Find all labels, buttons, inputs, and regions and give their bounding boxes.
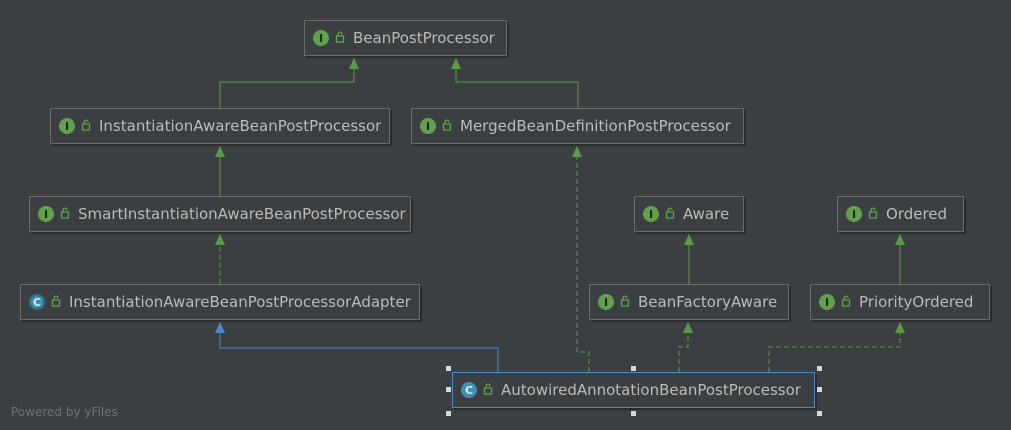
interface-icon: I [643,206,659,222]
node-bean-factory-aware[interactable]: I BeanFactoryAware [589,284,789,320]
node-merged-bean-definition-post-processor[interactable]: I MergedBeanDefinitionPostProcessor [411,108,744,144]
selection-handle[interactable] [817,366,822,371]
edge-arrowhead [451,58,461,69]
selection-handle[interactable] [446,411,451,416]
selection-handle[interactable] [631,366,636,371]
node-priority-ordered[interactable]: I PriorityOrdered [810,284,990,320]
node-smart-instantiation-aware-bean-post-processor[interactable]: I SmartInstantiationAwareBeanPostProcess… [29,196,411,232]
public-access-icon [442,117,452,135]
edge-arrowhead [895,234,905,245]
interface-icon: I [598,294,614,310]
yfiles-watermark: Powered by yFiles [11,405,118,419]
interface-icon: I [420,118,436,134]
node-label: BeanFactoryAware [638,293,778,311]
edge-autowired_annotation-to-instantiation_aware_adapter [219,322,499,372]
node-label: BeanPostProcessor [353,29,495,47]
node-label: MergedBeanDefinitionPostProcessor [460,117,731,135]
node-label: PriorityOrdered [859,293,974,311]
interface-icon: I [59,118,75,134]
node-ordered[interactable]: I Ordered [837,196,964,232]
node-label: Ordered [886,205,948,223]
public-access-icon [60,205,70,223]
node-label: Aware [683,205,730,223]
public-access-icon [620,293,630,311]
node-label: AutowiredAnnotationBeanPostProcessor [501,381,801,399]
edge-merged_bean_definition-to-bean_post_processor [455,58,579,108]
interface-icon: I [38,206,54,222]
edge-autowired_annotation-to-merged_bean_definition [576,146,590,372]
selection-handle[interactable] [446,366,451,371]
edge-arrowhead [215,322,225,333]
edge-autowired_annotation-to-priority_ordered [768,322,901,372]
public-access-icon [841,293,851,311]
selection-handle[interactable] [631,411,636,416]
node-instantiation-aware-bean-post-processor-adapter[interactable]: C InstantiationAwareBeanPostProcessorAda… [20,284,420,320]
edge-arrowhead [683,322,693,333]
edge-arrowhead [572,146,582,157]
edge-instantiation_aware-to-bean_post_processor [219,58,355,108]
node-label: InstantiationAwareBeanPostProcessorAdapt… [69,293,411,311]
node-autowired-annotation-bean-post-processor[interactable]: C AutowiredAnnotationBeanPostProcessor [452,372,815,408]
public-access-icon [483,381,493,399]
public-access-icon [665,205,675,223]
selection-handle[interactable] [817,411,822,416]
node-label: SmartInstantiationAwareBeanPostProcessor [78,205,406,223]
edge-arrowhead [215,146,225,157]
edge-arrowhead [895,322,905,333]
interface-icon: I [313,30,329,46]
selection-handle[interactable] [817,387,822,392]
public-access-icon [51,293,61,311]
interface-icon: I [819,294,835,310]
selection-handle[interactable] [446,387,451,392]
public-access-icon [868,205,878,223]
public-access-icon [81,117,91,135]
interface-icon: I [846,206,862,222]
public-access-icon [335,29,345,47]
node-bean-post-processor[interactable]: I BeanPostProcessor [304,20,507,56]
node-instantiation-aware-bean-post-processor[interactable]: I InstantiationAwareBeanPostProcessor [50,108,390,144]
class-icon: C [461,382,477,398]
edge-arrowhead [215,234,225,245]
edge-arrowhead [349,58,359,69]
node-label: InstantiationAwareBeanPostProcessor [99,117,382,135]
edge-arrowhead [684,234,694,245]
edge-autowired_annotation-to-bean_factory_aware [678,322,689,372]
abstract-class-icon: C [29,294,45,310]
node-aware[interactable]: I Aware [634,196,744,232]
